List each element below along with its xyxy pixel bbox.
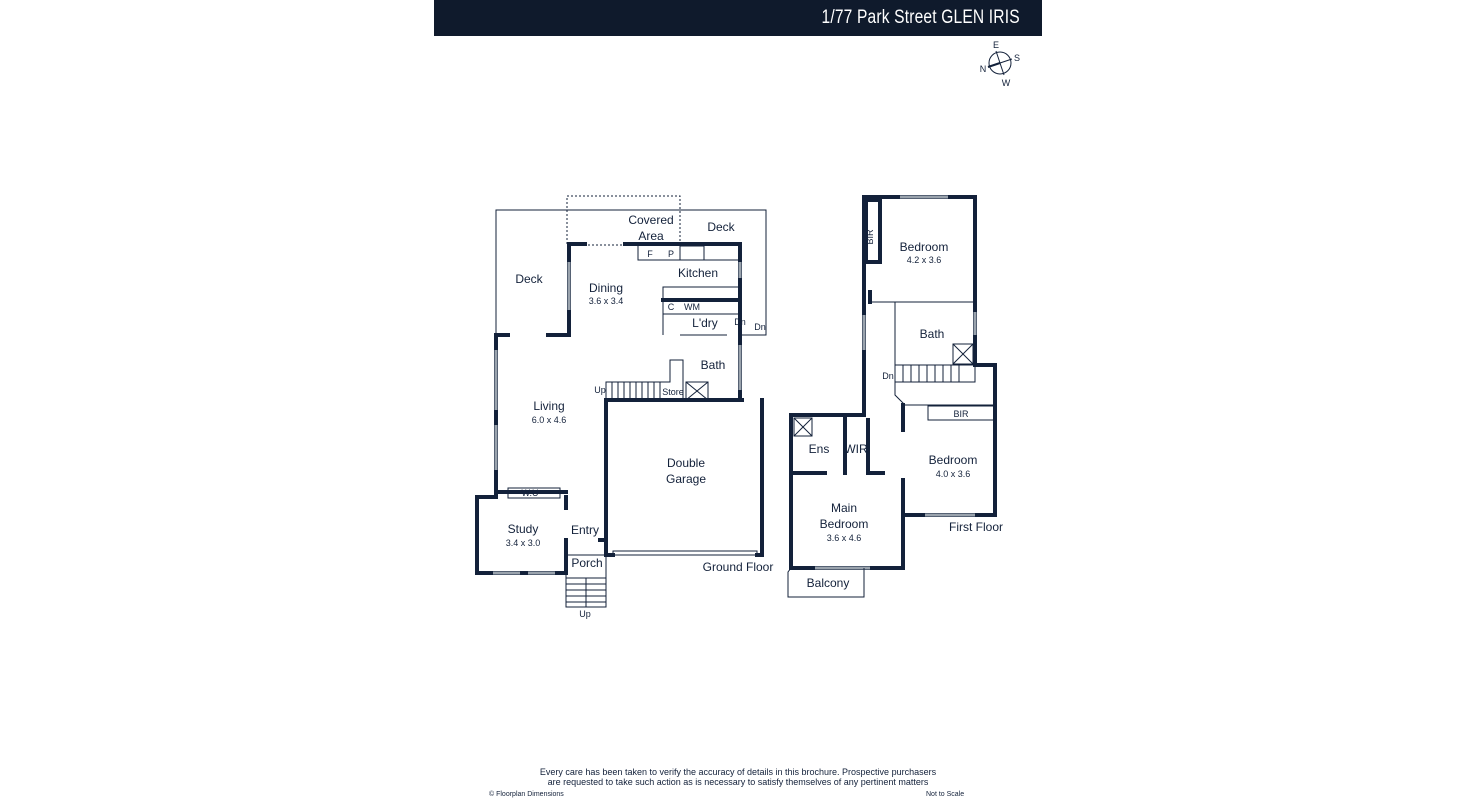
room-main-bedroom-2: Bedroom bbox=[820, 517, 869, 531]
ground-floor-label: Ground Floor bbox=[703, 560, 774, 574]
room-balcony: Balcony bbox=[807, 576, 850, 590]
up-porch-label: Up bbox=[579, 609, 591, 619]
room-bath-first: Bath bbox=[920, 327, 945, 341]
wm-label: WM bbox=[684, 302, 700, 312]
room-bedroom-1-dim: 4.2 x 3.6 bbox=[907, 255, 942, 265]
room-bedroom-2: Bedroom bbox=[929, 453, 978, 467]
room-study: Study bbox=[508, 522, 539, 536]
room-porch: Porch bbox=[571, 556, 602, 570]
header-bar: 1/77 Park Street GLEN IRIS bbox=[434, 0, 1042, 36]
room-bath-ground: Bath bbox=[701, 358, 726, 372]
room-garage-1: Double bbox=[667, 456, 705, 470]
compass-icon: E S N W bbox=[980, 40, 1020, 88]
room-covered-area-2: Area bbox=[638, 229, 664, 243]
wu-label: W.U bbox=[522, 488, 539, 498]
room-main-bedroom-dim: 3.6 x 4.6 bbox=[827, 533, 862, 543]
room-entry: Entry bbox=[571, 523, 599, 537]
compass-e: E bbox=[993, 40, 999, 50]
bir-label-2: BIR bbox=[953, 409, 969, 419]
room-dining-dim: 3.6 x 3.4 bbox=[589, 296, 624, 306]
disclaimer-line-2: are requested to take such action as is … bbox=[547, 777, 929, 787]
room-kitchen: Kitchen bbox=[678, 266, 718, 280]
first-floor-label: First Floor bbox=[949, 520, 1003, 534]
room-living: Living bbox=[533, 399, 564, 413]
compass-n: N bbox=[980, 64, 987, 74]
first-floor-plan: BIR Bedroom 4.2 x 3.6 Bath Dn BIR Bedroo… bbox=[787, 195, 1003, 598]
room-living-dim: 6.0 x 4.6 bbox=[532, 415, 567, 425]
bir-label-1: BIR bbox=[865, 229, 875, 245]
up-stairs-label: Up bbox=[594, 385, 606, 395]
room-deck-left: Deck bbox=[515, 272, 543, 286]
compass-s: S bbox=[1014, 53, 1020, 63]
room-garage-2: Garage bbox=[666, 472, 706, 486]
dn-label-1: Dn bbox=[734, 317, 746, 327]
room-bedroom-2-dim: 4.0 x 3.6 bbox=[936, 469, 971, 479]
address-title: 1/77 Park Street GLEN IRIS bbox=[821, 7, 1020, 28]
cupboard-label: C bbox=[668, 302, 675, 312]
dn-label-first: Dn bbox=[882, 371, 894, 381]
pantry-label: P bbox=[668, 249, 674, 259]
ground-floor-plan: Deck Covered Area Deck F P Kitchen Dinin… bbox=[475, 195, 774, 619]
room-covered-area-1: Covered bbox=[628, 213, 673, 227]
disclaimer-line-1: Every care has been taken to verify the … bbox=[539, 767, 937, 777]
room-wir: WIR bbox=[844, 442, 868, 456]
compass-w: W bbox=[1002, 78, 1011, 88]
room-main-bedroom-1: Main bbox=[831, 501, 857, 515]
room-dining: Dining bbox=[589, 281, 623, 295]
room-store: Store bbox=[662, 387, 684, 397]
copyright: © Floorplan Dimensions bbox=[489, 791, 564, 798]
room-study-dim: 3.4 x 3.0 bbox=[506, 538, 541, 548]
dn-label-2: Dn bbox=[754, 322, 766, 332]
room-ensuite: Ens bbox=[809, 442, 830, 456]
room-deck-right: Deck bbox=[707, 220, 735, 234]
room-bedroom-1: Bedroom bbox=[900, 240, 949, 254]
not-to-scale: Not to Scale bbox=[926, 791, 965, 798]
fridge-label: F bbox=[647, 249, 653, 259]
room-laundry: L'dry bbox=[692, 316, 718, 330]
